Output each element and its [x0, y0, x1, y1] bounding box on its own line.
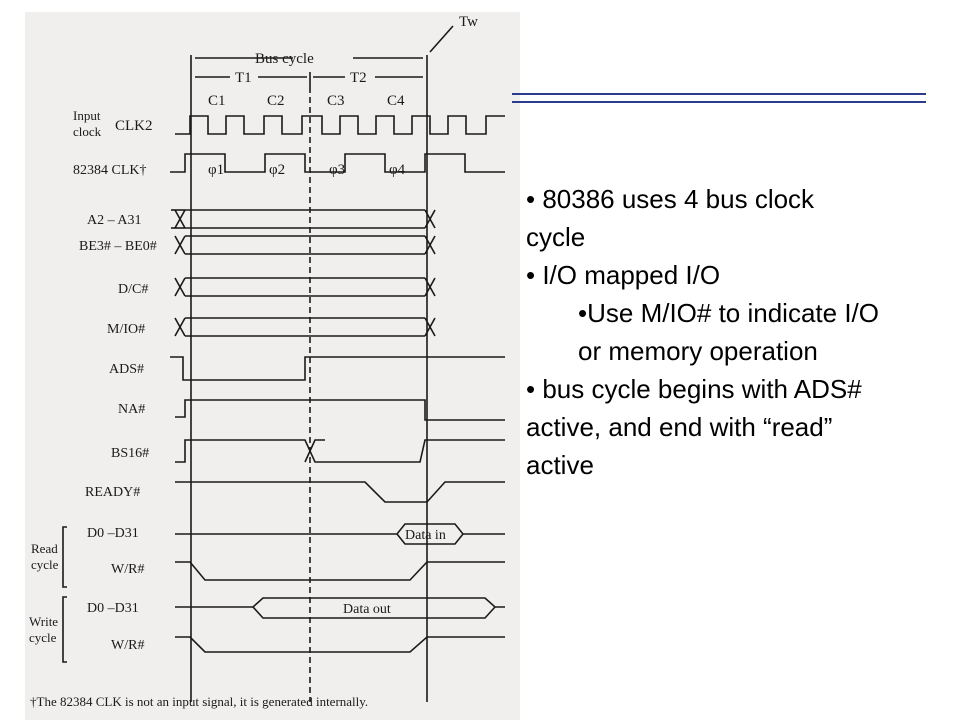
na-waveform: [175, 399, 505, 421]
phi-label-2: φ2: [269, 162, 285, 178]
cycle-label-c2: C2: [267, 93, 285, 109]
timing-diagram: Bus cycle Tw T1 T2 C1 C2 C3 C4 φ1 φ2 φ3 …: [29, 14, 505, 709]
signal-ads: ADS#: [109, 362, 144, 377]
bullet-line-2: cycle: [526, 222, 586, 252]
footnote: †The 82384 CLK is not an input signal, i…: [30, 694, 368, 709]
phi-label-3: φ3: [329, 162, 345, 178]
data-in-label: Data in: [405, 528, 446, 543]
phi-label-1: φ1: [208, 162, 224, 178]
accent-line-bottom: [512, 101, 926, 103]
dc-waveform: [174, 277, 436, 297]
signal-write-wr: W/R#: [111, 638, 144, 653]
bullet-line-8: active: [526, 450, 594, 480]
bullet-line-3: • I/O mapped I/O: [526, 260, 721, 290]
bullet-line-5: or memory operation: [578, 336, 818, 366]
signal-write-data: D0 –D31: [87, 601, 139, 616]
write-group-line1: Write: [29, 614, 58, 629]
read-group-line1: Read: [31, 541, 58, 556]
write-data-lower: [252, 606, 496, 619]
be3-be0-waveform: [174, 235, 436, 255]
signal-82384-clk: 82384 CLK†: [73, 163, 147, 178]
read-data-lower: [396, 533, 464, 545]
write-data-waveform: [175, 597, 505, 608]
signal-ready: READY#: [85, 485, 140, 500]
bs16-waveform: [175, 439, 505, 463]
bullet-list: • 80386 uses 4 bus clock cycle • I/O map…: [526, 180, 956, 484]
read-wr-waveform: [175, 561, 505, 581]
signal-read-wr: W/R#: [111, 562, 144, 577]
signal-a2-a31: A2 – A31: [87, 213, 141, 228]
data-out-label: Data out: [343, 602, 391, 617]
bullet-line-6: • bus cycle begins with ADS#: [526, 374, 862, 404]
mio-waveform: [174, 317, 436, 337]
tw-label: Tw: [459, 14, 478, 30]
signal-bs16: BS16#: [111, 446, 149, 461]
bus-cycle-label: Bus cycle: [255, 51, 314, 67]
ready-waveform: [175, 481, 505, 503]
tw-pointer: [429, 25, 454, 53]
signal-read-data: D0 –D31: [87, 526, 139, 541]
cycle-label-c3: C3: [327, 93, 345, 109]
read-cycle-bracket: [62, 526, 67, 588]
a2-a31-waveform: [171, 209, 436, 229]
clk2-waveform: [175, 115, 505, 135]
clk-82384-waveform: [170, 153, 505, 173]
signal-mio: M/IO#: [107, 322, 145, 337]
ads-waveform: [170, 356, 505, 381]
t2-label: T2: [350, 70, 367, 86]
signal-clk2: CLK2: [115, 118, 153, 134]
bs16-crossover: [304, 439, 325, 463]
bullet-line-4: •Use M/IO# to indicate I/O: [578, 298, 879, 328]
bullet-line-1: • 80386 uses 4 bus clock: [526, 184, 815, 214]
write-group-line2: cycle: [29, 630, 57, 645]
read-group-line2: cycle: [31, 557, 59, 572]
phi-label-4: φ4: [389, 162, 406, 178]
read-data-waveform: [175, 523, 505, 535]
t1-label: T1: [235, 70, 252, 86]
signal-be3-be0: BE3# – BE0#: [79, 239, 157, 254]
timing-diagram-scan: Bus cycle Tw T1 T2 C1 C2 C3 C4 φ1 φ2 φ3 …: [25, 12, 520, 720]
signal-na: NA#: [118, 402, 145, 417]
signal-dc: D/C#: [118, 282, 148, 297]
signal-input-line1: Input: [73, 108, 101, 123]
cycle-label-c1: C1: [208, 93, 226, 109]
accent-line-top: [512, 93, 926, 95]
write-wr-waveform: [175, 636, 505, 653]
signal-input-line2: clock: [73, 124, 102, 139]
cycle-label-c4: C4: [387, 93, 405, 109]
bullet-line-7: active, and end with “read”: [526, 412, 833, 442]
write-cycle-bracket: [62, 596, 67, 663]
